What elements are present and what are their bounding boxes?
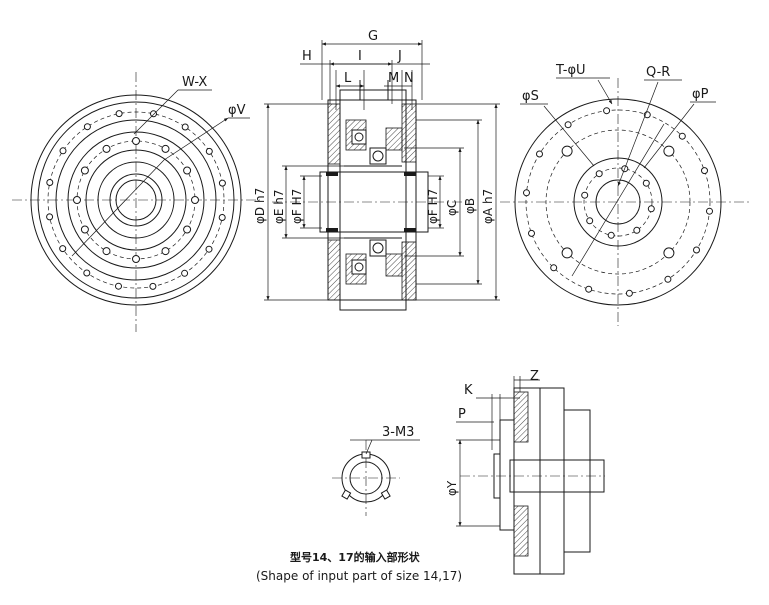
outer-bolt-hole bbox=[46, 213, 54, 221]
label-tu: T-φU bbox=[555, 63, 586, 78]
label-e: φE h7 bbox=[272, 189, 286, 224]
outer-bolt-hole bbox=[149, 282, 157, 290]
inner-bolt-hole bbox=[132, 255, 140, 263]
label-m: M bbox=[388, 71, 399, 86]
label-k: K bbox=[464, 383, 473, 398]
rear-bolt-hole bbox=[564, 121, 572, 129]
inner-bolt-hole bbox=[102, 144, 111, 153]
rear-bolt-hole bbox=[523, 189, 530, 197]
outer-bolt-hole bbox=[218, 179, 226, 187]
outer-bolt-holes bbox=[46, 110, 226, 290]
rear-bolt-hole bbox=[706, 207, 713, 215]
label-d: φD h7 bbox=[253, 188, 267, 224]
rear-inner-hole bbox=[595, 170, 603, 178]
rear-inner-hole bbox=[586, 217, 594, 225]
input-detail: 3-M3 φY K P Z bbox=[332, 369, 605, 575]
rear-bolt-hole bbox=[664, 275, 672, 283]
inner-bolt-hole bbox=[183, 225, 192, 234]
label-l: L bbox=[344, 71, 352, 86]
inner-bolt-hole bbox=[191, 196, 199, 204]
outer-bolt-hole bbox=[115, 110, 123, 118]
label-f-right: φF H7 bbox=[426, 189, 440, 224]
label-s: φS bbox=[522, 89, 539, 104]
label-g: G bbox=[368, 29, 378, 44]
label-n: N bbox=[404, 71, 414, 86]
outer-bolt-hole bbox=[83, 123, 91, 131]
inner-bolt-hole bbox=[80, 166, 89, 175]
rear-inner-hole bbox=[581, 191, 589, 199]
rear-inner-hole bbox=[642, 179, 650, 187]
side-section-view: G H I J L M N bbox=[253, 29, 500, 311]
inner-bolt-hole bbox=[161, 144, 170, 153]
front-view: W-X φV bbox=[12, 72, 260, 332]
caption-chinese: 型号14、17的输入部形状 bbox=[290, 550, 421, 564]
outer-bolt-hole bbox=[150, 110, 157, 118]
label-j: J bbox=[397, 49, 402, 64]
outer-bolt-hole bbox=[205, 147, 213, 155]
label-b: φB bbox=[463, 198, 477, 214]
label-m3: 3-M3 bbox=[382, 425, 414, 440]
rear-view: T-φU Q-R φS φP bbox=[500, 63, 750, 326]
label-f-left: φF H7 bbox=[290, 189, 304, 224]
inner-bolt-hole bbox=[73, 196, 81, 204]
inner-bolt-hole bbox=[132, 137, 140, 145]
inner-bolt-hole bbox=[80, 225, 89, 234]
rear-bolt-hole bbox=[603, 107, 611, 115]
rear-bolt-hole bbox=[678, 132, 686, 140]
label-p: φP bbox=[692, 87, 709, 102]
rear-bolt-hole bbox=[536, 150, 543, 158]
outer-bolt-hole bbox=[115, 282, 122, 290]
label-v: φV bbox=[228, 103, 246, 118]
outer-bolt-hole bbox=[83, 269, 91, 277]
label-h: H bbox=[302, 49, 312, 64]
rear-inner-hole bbox=[607, 231, 615, 239]
rear-bolt-hole bbox=[550, 264, 558, 272]
rear-counterbore-hole bbox=[663, 247, 675, 259]
inner-bolt-hole bbox=[161, 247, 170, 256]
inner-bolt-holes bbox=[73, 137, 199, 263]
inner-bolt-hole bbox=[102, 247, 111, 256]
outer-bolt-hole bbox=[59, 147, 67, 155]
label-p-detail: P bbox=[458, 407, 466, 422]
rear-bolt-hole bbox=[528, 229, 535, 237]
label-i: I bbox=[358, 49, 362, 64]
rear-inner-hole bbox=[633, 226, 641, 234]
outer-bolt-hole bbox=[181, 123, 189, 131]
label-c: φC bbox=[445, 200, 459, 216]
label-qr: Q-R bbox=[646, 65, 670, 80]
label-wx: W-X bbox=[182, 75, 207, 90]
inner-bolt-hole bbox=[183, 166, 192, 175]
outer-bolt-hole bbox=[46, 179, 54, 186]
label-z: Z bbox=[530, 369, 539, 384]
rear-inner-hole bbox=[647, 205, 655, 213]
rear-bolt-hole bbox=[625, 289, 633, 297]
label-y: φY bbox=[445, 480, 459, 496]
outer-bolt-hole bbox=[181, 269, 189, 277]
rear-bolt-hole bbox=[693, 246, 700, 254]
outer-bolt-hole bbox=[218, 214, 226, 221]
rear-counterbore-hole bbox=[561, 247, 573, 259]
outer-bolt-hole bbox=[59, 245, 67, 253]
caption-english: (Shape of input part of size 14,17) bbox=[256, 569, 462, 583]
outer-bolt-hole bbox=[205, 245, 213, 253]
rear-bolt-holes bbox=[523, 107, 713, 297]
rear-bolt-hole bbox=[585, 285, 593, 293]
label-a: φA h7 bbox=[481, 189, 495, 224]
rear-counterbore-hole bbox=[663, 145, 675, 157]
rear-bolt-hole bbox=[701, 167, 708, 175]
rear-counterbore-hole bbox=[561, 145, 573, 157]
